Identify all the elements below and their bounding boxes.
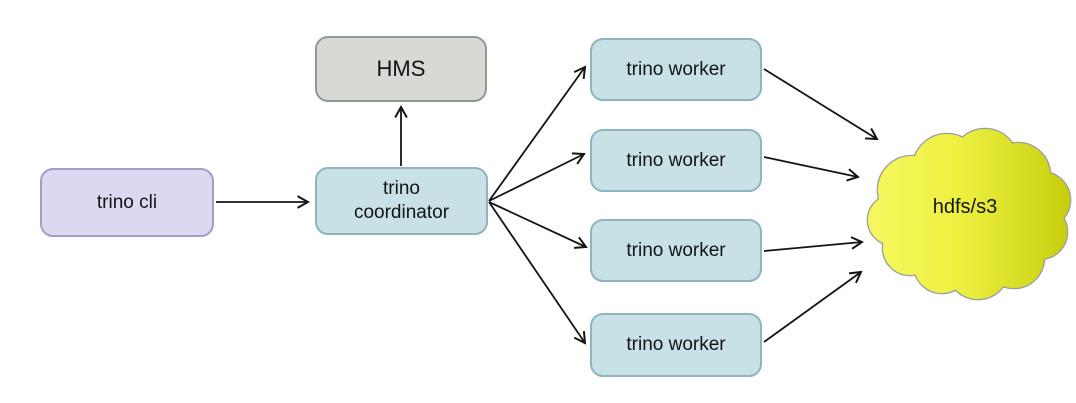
arrow-coordinator-to-worker-2 [488, 154, 584, 202]
arrow-worker-4-to-hdfs [763, 272, 861, 343]
node-trino-worker-4: trino worker [590, 313, 762, 377]
arrow-coordinator-to-worker-1 [488, 67, 585, 202]
node-hms-label: HMS [376, 56, 426, 82]
node-trino-worker-3-label: trino worker [626, 239, 726, 261]
node-hms: HMS [315, 36, 487, 102]
node-trino-worker-3: trino worker [590, 219, 762, 282]
cloud-shape-hdfs-s3 [866, 127, 1072, 301]
node-trino-worker-2: trino worker [590, 129, 762, 192]
arrow-worker-1-to-hdfs [763, 68, 877, 139]
node-trino-worker-1-label: trino worker [626, 58, 726, 80]
arrow-worker-3-to-hdfs [763, 242, 862, 252]
arrow-coordinator-to-worker-4 [488, 201, 585, 343]
node-trino-worker-1: trino worker [590, 38, 762, 101]
node-trino-worker-4-label: trino worker [626, 334, 726, 356]
node-trino-coordinator-label: trino coordinator [353, 178, 450, 223]
node-hdfs-s3-label: hdfs/s3 [932, 196, 998, 218]
node-trino-coordinator: trino coordinator [315, 167, 488, 235]
arrow-group [216, 67, 877, 343]
arrow-coordinator-to-worker-3 [488, 201, 586, 247]
node-trino-worker-2-label: trino worker [626, 149, 726, 171]
node-trino-cli-label: trino cli [96, 191, 158, 213]
node-trino-cli: trino cli [40, 168, 214, 237]
arrow-worker-2-to-hdfs [763, 156, 858, 177]
